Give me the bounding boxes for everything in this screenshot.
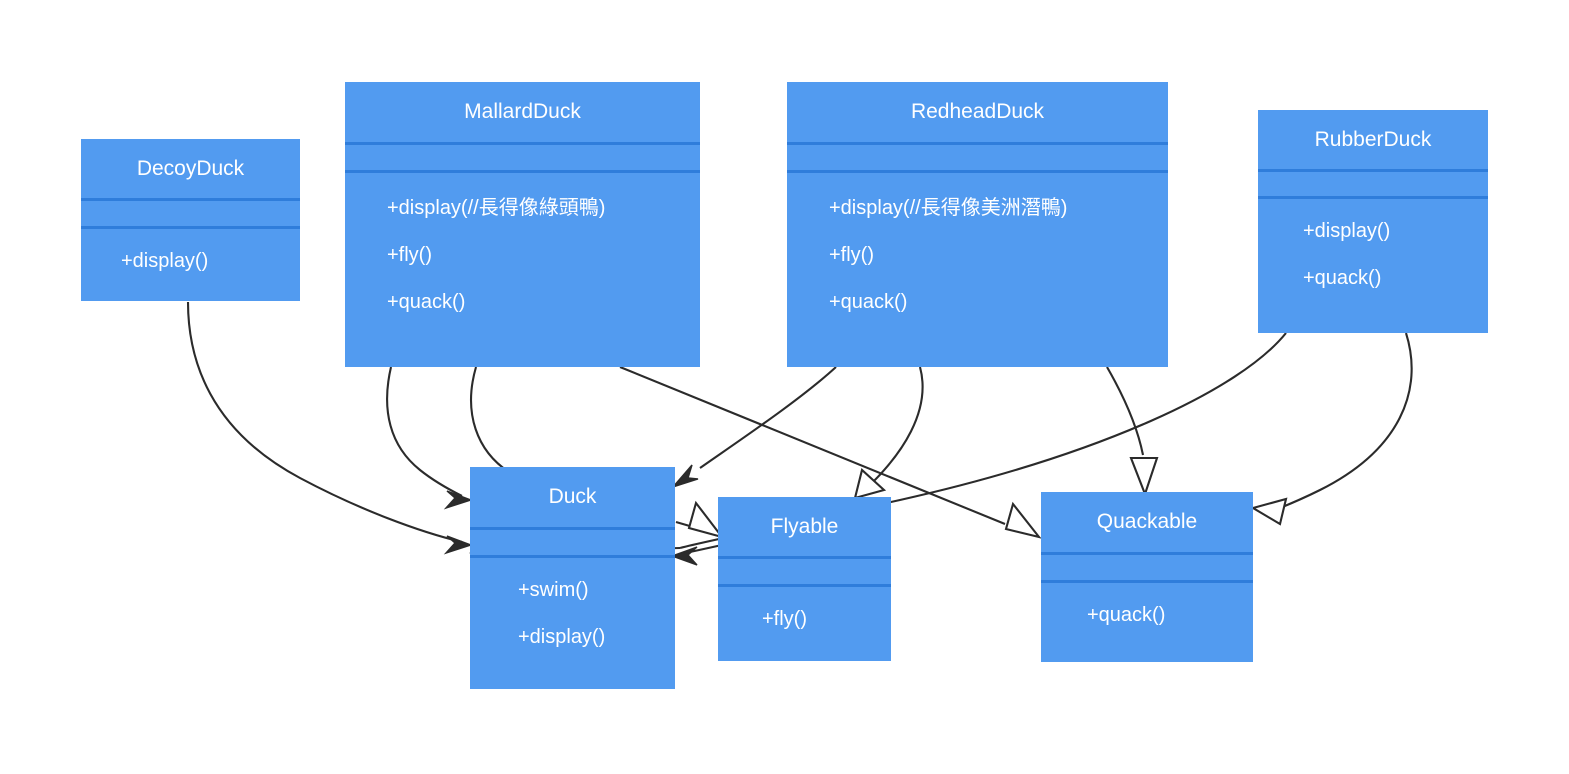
class-box-duck[interactable]: Duck +swim() +display() <box>470 467 675 689</box>
class-title-decoyduck: DecoyDuck <box>81 139 300 201</box>
class-box-rubberduck[interactable]: RubberDuck +display() +quack() <box>1258 110 1488 333</box>
class-methods-duck: +swim() +display() <box>470 558 675 689</box>
class-methods-mallardduck: +display(//長得像綠頭鴨) +fly() +quack() <box>345 173 700 367</box>
class-methods-redheadduck: +display(//長得像美洲潛鴨) +fly() +quack() <box>787 173 1168 367</box>
class-attributes-duck <box>470 530 675 558</box>
class-title-duck: Duck <box>470 467 675 530</box>
method-item: +quack() <box>1303 267 1382 289</box>
class-box-redheadduck[interactable]: RedheadDuck +display(//長得像美洲潛鴨) +fly() +… <box>787 82 1168 367</box>
class-attributes-decoyduck <box>81 201 300 229</box>
edge-redheadduck-to-duck <box>670 366 837 489</box>
edge-rubberduck-to-quackable <box>1250 332 1413 526</box>
class-title-mallardduck: MallardDuck <box>345 82 700 145</box>
method-item: +quack() <box>829 291 908 313</box>
class-methods-decoyduck: +display() <box>81 229 300 301</box>
class-title-rubberduck: RubberDuck <box>1258 110 1488 172</box>
class-attributes-redheadduck <box>787 145 1168 173</box>
class-box-quackable[interactable]: Quackable +quack() <box>1041 492 1253 662</box>
method-item: +quack() <box>387 291 466 313</box>
class-attributes-mallardduck <box>345 145 700 173</box>
method-item: +fly() <box>387 244 432 266</box>
edge-redheadduck-to-flyable <box>853 366 924 500</box>
method-item: +fly() <box>829 244 874 266</box>
edge-duck-to-flyable <box>675 500 725 539</box>
method-item: +display() <box>518 626 606 648</box>
edge-redheadduck-to-quackable <box>1106 366 1159 498</box>
class-title-flyable: Flyable <box>718 497 891 559</box>
class-title-quackable: Quackable <box>1041 492 1253 555</box>
class-box-mallardduck[interactable]: MallardDuck +display(//長得像綠頭鴨) +fly() +q… <box>345 82 700 367</box>
method-item: +swim() <box>518 579 589 601</box>
method-item: +fly() <box>762 608 807 630</box>
edge-mallardduck-to-duck-a <box>386 366 474 510</box>
class-methods-rubberduck: +display() +quack() <box>1258 199 1488 333</box>
class-methods-quackable: +quack() <box>1041 583 1253 662</box>
method-item: +display(//長得像綠頭鴨) <box>387 197 606 219</box>
class-attributes-quackable <box>1041 555 1253 583</box>
class-methods-flyable: +fly() <box>718 587 891 661</box>
method-item: +display() <box>1303 220 1391 242</box>
class-attributes-flyable <box>718 559 891 587</box>
method-item: +display() <box>121 250 209 272</box>
class-attributes-rubberduck <box>1258 172 1488 199</box>
class-box-decoyduck[interactable]: DecoyDuck +display() <box>81 139 300 301</box>
class-title-redheadduck: RedheadDuck <box>787 82 1168 145</box>
method-item: +display(//長得像美洲潛鴨) <box>829 197 1068 219</box>
edge-flyable-to-duck <box>669 543 723 566</box>
method-item: +quack() <box>1087 604 1166 626</box>
class-box-flyable[interactable]: Flyable +fly() <box>718 497 891 661</box>
